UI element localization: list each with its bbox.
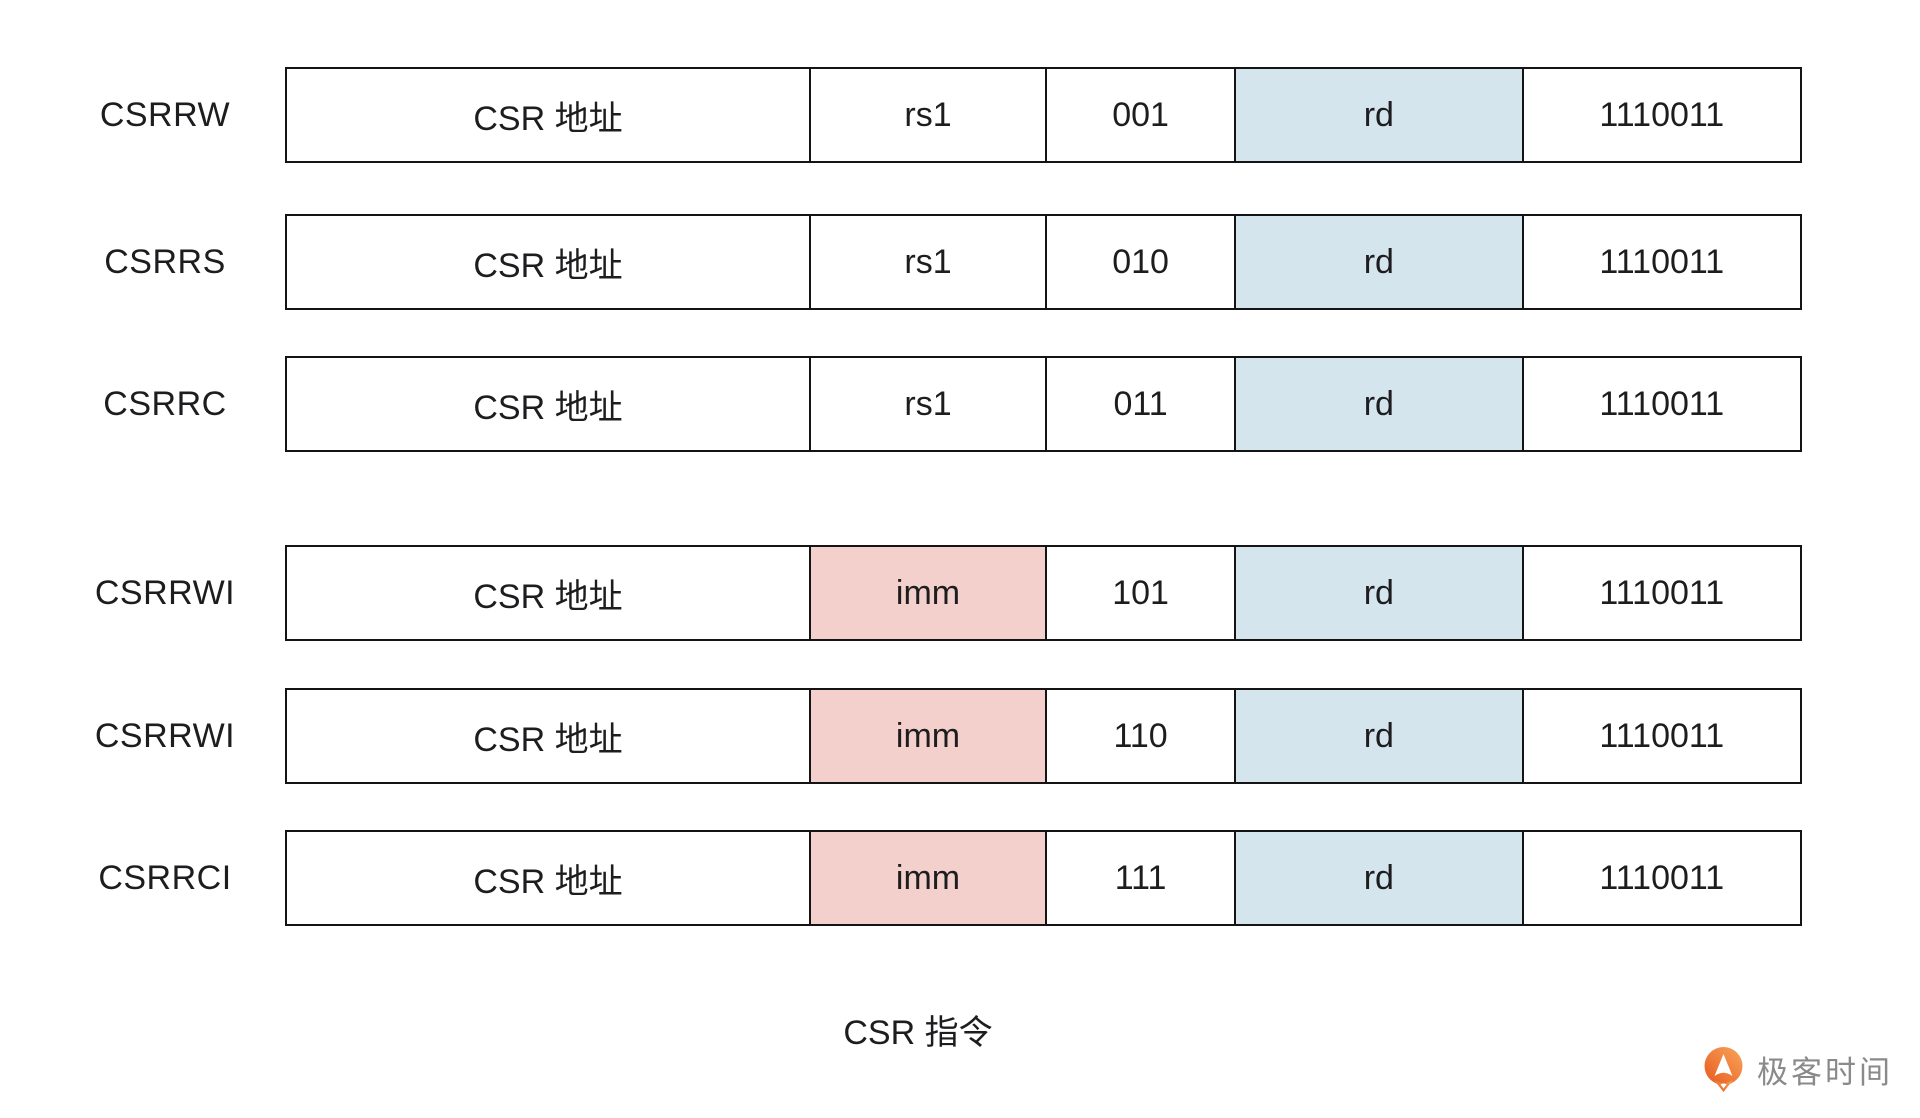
instruction-encoding-box: CSR 地址 imm 101 rd 1110011 xyxy=(285,545,1802,641)
field-csr-address: CSR 地址 xyxy=(287,832,809,924)
instruction-name-label: CSRRCI xyxy=(98,858,232,897)
field-imm: imm xyxy=(808,690,1045,782)
field-rd: rd xyxy=(1234,832,1522,924)
field-csr-address: CSR 地址 xyxy=(287,216,809,308)
field-imm: imm xyxy=(808,832,1045,924)
field-rd: rd xyxy=(1234,216,1522,308)
field-opcode: 1110011 xyxy=(1521,547,1800,639)
field-opcode: 1110011 xyxy=(1521,216,1800,308)
field-rs1: rs1 xyxy=(808,358,1045,450)
instruction-name-label: CSRRWI xyxy=(94,716,236,755)
field-opcode: 1110011 xyxy=(1521,69,1800,161)
instruction-name-label: CSRRS xyxy=(104,242,226,281)
instruction-row-csrrwi: CSRRWI CSR 地址 imm 101 rd 1110011 xyxy=(0,545,1920,641)
field-opcode: 1110011 xyxy=(1521,690,1800,782)
field-funct3: 101 xyxy=(1045,547,1235,639)
geektime-watermark: 极客时间 xyxy=(1703,1046,1893,1093)
instruction-row-csrrs: CSRRS CSR 地址 rs1 010 rd 1110011 xyxy=(0,214,1920,310)
field-csr-address: CSR 地址 xyxy=(287,358,809,450)
field-funct3: 001 xyxy=(1045,69,1235,161)
field-opcode: 1110011 xyxy=(1521,358,1800,450)
field-funct3: 111 xyxy=(1045,832,1235,924)
field-imm: imm xyxy=(808,547,1045,639)
instruction-row-csrrc: CSRRC CSR 地址 rs1 011 rd 1110011 xyxy=(0,356,1920,452)
instruction-name-label: CSRRC xyxy=(103,384,227,423)
instruction-name-label: CSRRWI xyxy=(94,573,236,612)
field-funct3: 110 xyxy=(1045,690,1235,782)
field-csr-address: CSR 地址 xyxy=(287,547,809,639)
field-csr-address: CSR 地址 xyxy=(287,69,809,161)
field-funct3: 010 xyxy=(1045,216,1235,308)
geektime-logo-icon xyxy=(1704,1047,1743,1092)
instruction-row-csrrwi-2: CSRRWI CSR 地址 imm 110 rd 1110011 xyxy=(0,688,1920,784)
field-rd: rd xyxy=(1234,358,1522,450)
field-opcode: 1110011 xyxy=(1521,832,1800,924)
field-rd: rd xyxy=(1234,547,1522,639)
instruction-encoding-box: CSR 地址 imm 110 rd 1110011 xyxy=(285,688,1802,784)
field-rs1: rs1 xyxy=(808,69,1045,161)
geektime-brand-text: 极客时间 xyxy=(1757,1055,1893,1090)
instruction-encoding-box: CSR 地址 rs1 011 rd 1110011 xyxy=(285,356,1802,452)
instruction-row-csrrw: CSRRW CSR 地址 rs1 001 rd 1110011 xyxy=(0,67,1920,163)
field-rd: rd xyxy=(1234,69,1522,161)
field-rs1: rs1 xyxy=(808,216,1045,308)
field-rd: rd xyxy=(1234,690,1522,782)
instruction-row-csrrci: CSRRCI CSR 地址 imm 111 rd 1110011 xyxy=(0,830,1920,926)
field-funct3: 011 xyxy=(1045,358,1235,450)
instruction-encoding-box: CSR 地址 rs1 001 rd 1110011 xyxy=(285,67,1802,163)
instruction-encoding-box: CSR 地址 rs1 010 rd 1110011 xyxy=(285,214,1802,310)
field-csr-address: CSR 地址 xyxy=(287,690,809,782)
instruction-encoding-box: CSR 地址 imm 111 rd 1110011 xyxy=(285,830,1802,926)
instruction-name-label: CSRRW xyxy=(99,95,231,134)
diagram-caption: CSR 指令 xyxy=(843,1014,993,1052)
